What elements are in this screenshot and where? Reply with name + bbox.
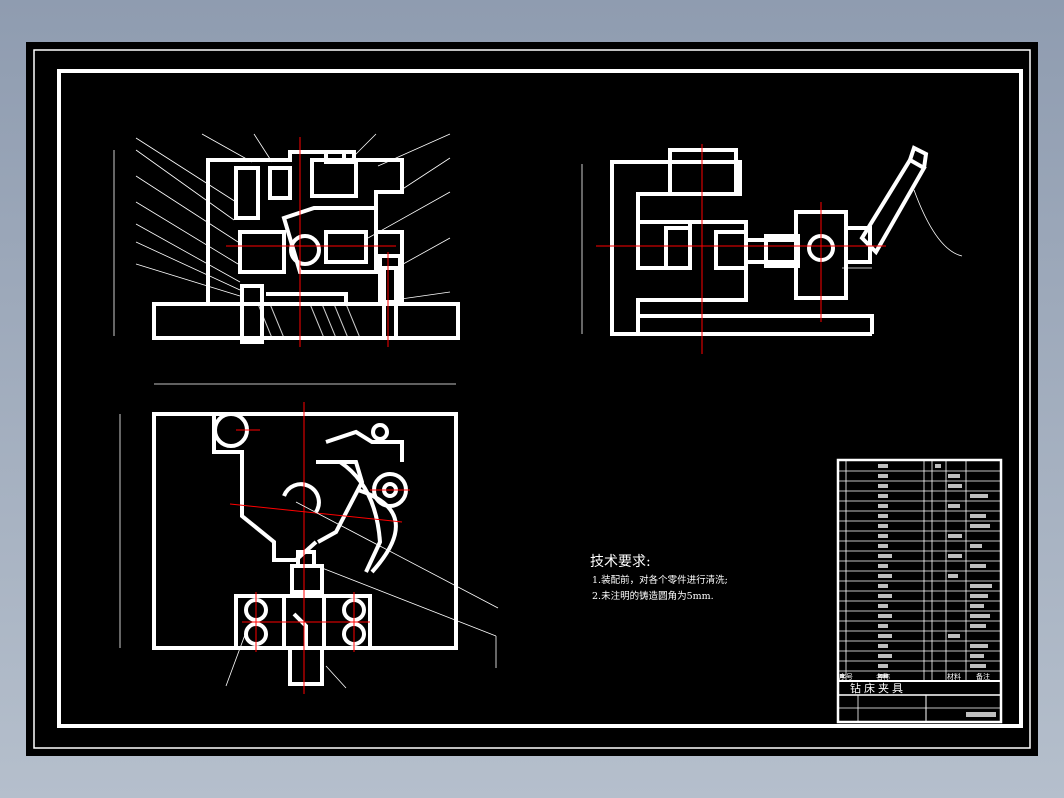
cad-drawing: 技术要求: 1.装配前，对各个零件进行清洗; 2.未注明的铸造圆角为5mm.: [33, 49, 1031, 749]
title-block-header-no: 序号: [839, 672, 853, 681]
top-view: [152, 412, 458, 686]
title-block-text: 序号 名称 材料 备注 钻床夹具: [839, 672, 990, 695]
front-view-hatch: [257, 303, 361, 339]
technical-requirements: 技术要求: 1.装配前，对各个零件进行清洗; 2.未注明的铸造圆角为5mm.: [590, 554, 728, 602]
side-view-leaders: [581, 164, 963, 334]
front-view-centerlines: [226, 137, 396, 347]
title-block: [836, 458, 1003, 724]
drawing-sheet: 技术要求: 1.装配前，对各个零件进行清洗; 2.未注明的铸造圆角为5mm.: [26, 42, 1038, 756]
title-block-header-material: 材料: [947, 672, 961, 681]
tech-req-item-2: 2.未注明的铸造圆角为5mm.: [592, 590, 714, 602]
outer-border: [33, 49, 1031, 749]
side-view-centerlines: [596, 144, 886, 354]
title-block-header-remark: 备注: [976, 672, 990, 681]
front-view-leaders: [113, 133, 451, 336]
title-block-header-name: 名称: [876, 672, 890, 681]
front-view: [152, 150, 460, 344]
top-view-centerlines: [229, 402, 410, 694]
tech-req-item-1: 1.装配前，对各个零件进行清洗;: [592, 574, 728, 586]
title-block-name: 钻床夹具: [850, 681, 906, 695]
side-view: [610, 145, 929, 336]
parts-list-entries: [840, 464, 996, 717]
top-view-leaders: [119, 383, 499, 689]
inner-border: [57, 69, 1023, 728]
tech-req-heading: 技术要求:: [590, 554, 651, 570]
